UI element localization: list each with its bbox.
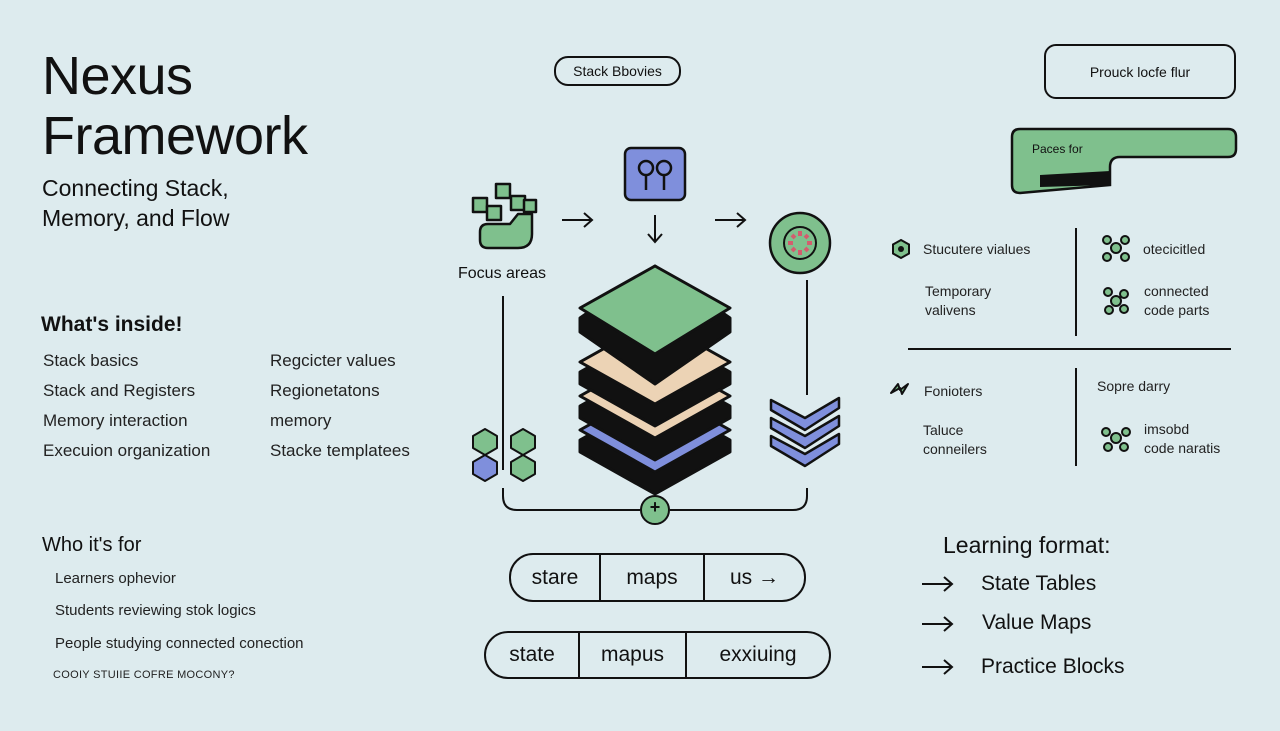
inside-item: Stacke templatees [270,441,410,460]
grid-text: otecicitled [1143,241,1206,257]
tag-row-2: state mapus exxiuing [484,631,831,679]
top-right-button[interactable]: Prouck locfe flur [1044,44,1236,99]
grid-divider [1075,368,1077,466]
page-title: Nexus Framework [42,46,308,166]
grid-text: Fonioters [924,383,983,399]
grid-divider [1075,228,1077,336]
tag-mapus[interactable]: mapus [580,633,687,677]
hexagon-icon [892,238,910,260]
grid-text: Sopre darry [1097,378,1171,394]
tag-state[interactable]: state [486,633,580,677]
grid-text: Taluce conneilers [923,422,987,457]
grid-text: imsobd code naratis [1144,421,1221,456]
green-tab-label: Paces for [1032,142,1083,156]
tag-row-1: stare maps us → [509,553,806,602]
connector-node-icon [623,146,687,202]
cubes-icon [472,428,536,482]
add-node-icon [640,495,670,525]
bolt-icon [890,383,909,395]
format-item: Value Maps [982,611,1092,634]
inside-item: Stack basics [43,351,139,370]
format-item: State Tables [981,572,1097,595]
layers-chevron-icon [769,396,841,468]
inside-item: Regcicter values [270,351,396,370]
grid-text: connected code parts [1144,283,1210,318]
focus-areas-label: Focus areas [458,265,547,282]
audience-footer: COOIY STUIIE COFRE MOCONY? [53,669,235,681]
connector-lines [502,212,808,511]
stack-diagram [471,146,841,525]
audience-item: Students reviewing stok logics [55,602,256,619]
inside-item: Memory interaction [43,411,188,430]
gear-circle-icon [768,211,832,275]
inside-item: Regionetatons [270,381,380,400]
inside-item: Stack and Registers [43,381,196,400]
stack-pill[interactable]: Stack Bbovies [554,56,681,86]
format-arrows [922,576,954,675]
blocks-icon [471,182,538,250]
audience-item: Learners ophevior [55,570,176,587]
audience-item: People studying connected conection [55,635,304,652]
molecule-icon [1102,235,1130,262]
add-node-label[interactable]: + [649,497,661,517]
tag-stare[interactable]: stare [511,555,601,600]
arrow-right-icon [922,576,954,675]
format-heading: Learning format: [943,532,1111,558]
green-tab-shape [1010,127,1238,195]
tag-exxiuing[interactable]: exxiuing [719,643,797,666]
inside-item: Execuion organization [43,441,211,460]
grid-divider [908,348,1231,350]
molecule-icon [1103,287,1129,315]
inside-heading: What's inside! [41,313,183,336]
grid-text: Stucutere vialues [923,241,1031,257]
tag-us[interactable]: us → [729,565,779,589]
page-subtitle: Connecting Stack, Memory, and Flow [42,175,230,231]
layered-stack-icon [578,264,732,496]
molecule-icon [1101,427,1131,452]
inside-item: memory [270,411,332,430]
grid-text: Temporary valivens [925,283,992,318]
audience-heading: Who it's for [42,534,142,556]
tag-maps[interactable]: maps [601,555,705,600]
format-item: Practice Blocks [981,655,1125,678]
